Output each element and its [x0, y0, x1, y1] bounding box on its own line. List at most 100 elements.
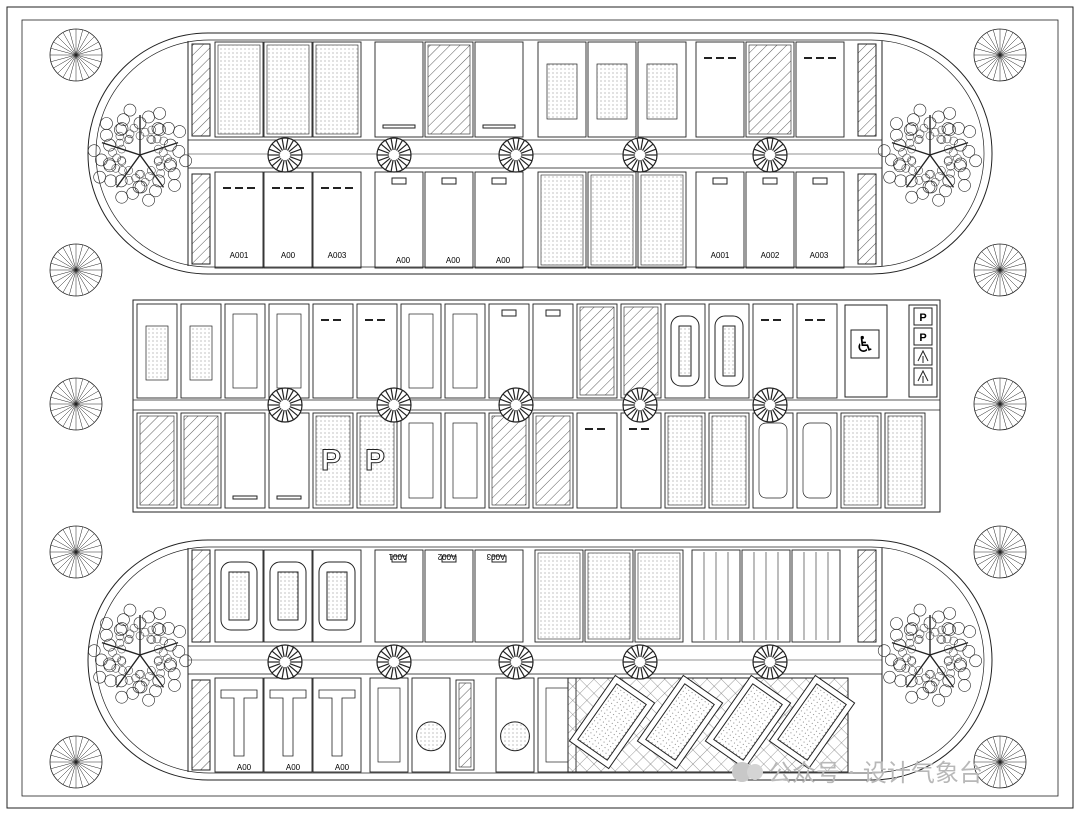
parking-bay: [495, 677, 535, 773]
parking-bay: [587, 41, 637, 138]
bay-label: A001: [230, 251, 249, 260]
parking-letter: P: [365, 444, 385, 477]
parking-bay: [424, 549, 474, 643]
parking-bay: [268, 303, 310, 399]
shrub-symbol: [376, 137, 412, 173]
parking-bay: [356, 303, 398, 399]
shrub-symbol: [498, 387, 534, 423]
parking-bay: [537, 41, 587, 138]
parking-bay: [741, 549, 791, 643]
tree-symbol: [49, 28, 103, 82]
parking-bay: [488, 303, 530, 399]
accessible-bay: [844, 304, 888, 398]
parking-bay: [664, 303, 706, 399]
parking-bay: [532, 303, 574, 399]
parking-bay: [263, 41, 313, 138]
bay-label: A002: [437, 552, 456, 561]
parking-bay: [474, 41, 524, 138]
inner-frame: [21, 19, 1059, 797]
parking-bay: [537, 171, 587, 269]
parking-bay: [455, 679, 475, 771]
shrub-symbol: [376, 644, 412, 680]
parking-bay: [214, 677, 264, 773]
block-3: A001 A002 A003 A00 A00 A00: [87, 539, 993, 781]
parking-bay: [708, 303, 750, 399]
angled-bay: [636, 674, 724, 770]
parking-bay: [312, 41, 362, 138]
parking-bay: [369, 677, 409, 773]
parking-icon: [913, 327, 933, 346]
parking-bay: [424, 41, 474, 138]
bay-label: A003: [486, 552, 505, 561]
shrub-symbol: [752, 137, 788, 173]
parking-bay: [584, 549, 634, 643]
bay-label: A00: [237, 763, 252, 772]
parking-bay: [263, 549, 313, 643]
shrub-symbol: [498, 644, 534, 680]
tree-canopy: [877, 103, 982, 207]
bay-label: A00: [286, 763, 301, 772]
svg-text:P: P: [919, 332, 926, 344]
parking-bay: [534, 549, 584, 643]
shrub-symbol: [376, 387, 412, 423]
parking-bay: [691, 549, 741, 643]
parking-bay: [620, 412, 662, 509]
parking-bay: [400, 412, 442, 509]
shrub-symbol: [622, 387, 658, 423]
planter-strip: [857, 549, 877, 643]
watermark-text: 公众号 · 设计气象台: [768, 759, 983, 787]
parking-bay: [374, 171, 424, 269]
block-1: A001 A00 A003 A00 A00 A00 A001 A002 A003: [87, 32, 993, 275]
accessible-symbol: ♿: [855, 333, 875, 358]
shrub-symbol: [267, 137, 303, 173]
parking-bay: [400, 303, 442, 399]
parking-bay: [180, 303, 222, 399]
parking-bay: [268, 412, 310, 509]
shrub-symbol: [622, 644, 658, 680]
planter-strip: [857, 173, 877, 265]
parking-bay: [474, 549, 524, 643]
parking-bay: [312, 412, 354, 509]
parking-bay: [374, 41, 424, 138]
parking-bay: [745, 41, 795, 138]
parking-bay: [695, 171, 745, 269]
tree-icon: [913, 347, 933, 366]
planter-strip: [191, 173, 211, 265]
parking-bay: [695, 41, 745, 138]
shrub-symbol: [267, 387, 303, 423]
angled-bay: [568, 674, 656, 770]
parking-bay: [637, 41, 687, 138]
parking-bay: [224, 412, 266, 509]
tree-canopy: [877, 603, 982, 707]
parking-bay: [312, 549, 362, 643]
svg-text:P: P: [919, 312, 926, 324]
parking-bay: [312, 303, 354, 399]
tree-symbol: [49, 377, 103, 431]
parking-bay: [708, 412, 750, 509]
parking-bay: [312, 171, 362, 269]
parking-icon: [913, 307, 933, 326]
parking-bay: [263, 677, 313, 773]
parking-bay: [884, 412, 926, 509]
parking-bay: [637, 171, 687, 269]
parking-bay: [791, 549, 841, 643]
parking-bay: [795, 41, 845, 138]
bay-label: A001: [711, 251, 730, 260]
shrub-symbol: [622, 137, 658, 173]
parking-letter: P: [321, 444, 341, 477]
parking-bay: [424, 171, 474, 269]
parking-bay: [576, 412, 618, 509]
parking-bay: [796, 412, 838, 509]
bay-label: A002: [761, 251, 780, 260]
parking-bay: [214, 549, 264, 643]
parking-bay: [840, 412, 882, 509]
planter-strip: [191, 549, 211, 643]
shrub-symbol: [498, 137, 534, 173]
parking-bay: [795, 171, 845, 269]
shrub-symbol: [752, 644, 788, 680]
parking-bay: [488, 412, 530, 509]
parking-bay: [214, 41, 264, 138]
parking-bay: [796, 303, 838, 399]
parking-bay: [444, 303, 486, 399]
